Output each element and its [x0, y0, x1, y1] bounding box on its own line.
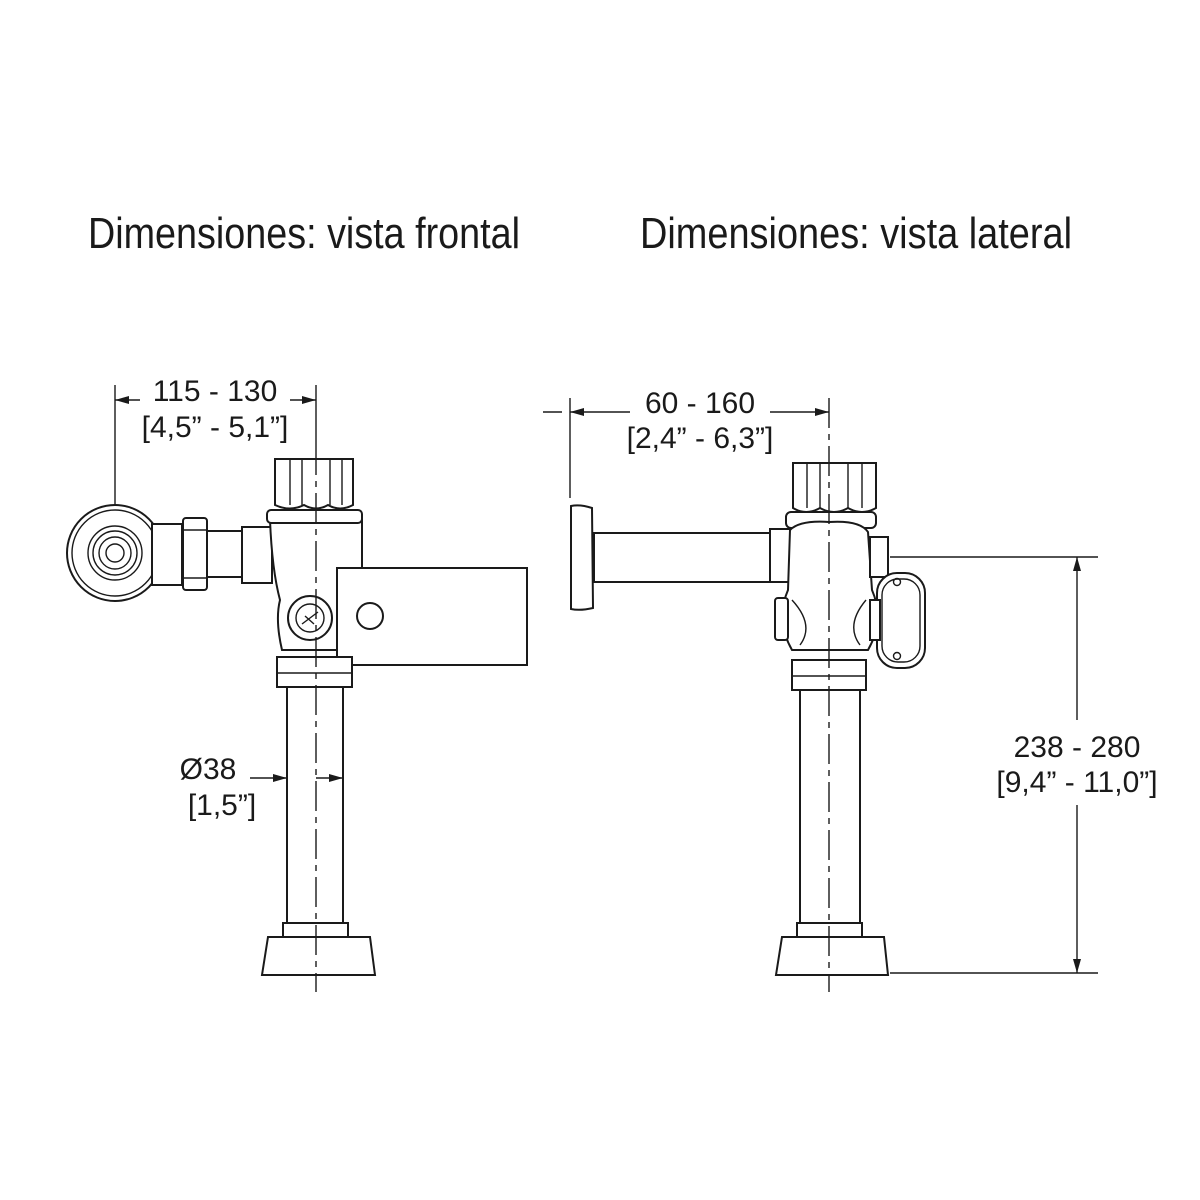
handle-cap: [274, 458, 354, 510]
valve-body-front: [266, 458, 363, 651]
lower-nut: [276, 656, 353, 688]
side-height-mm: 238 - 280: [1014, 731, 1141, 764]
side-height-in: [9,4” - 11,0”]: [996, 766, 1157, 799]
inlet-fitting: [66, 504, 273, 602]
wall-flange: [570, 504, 595, 611]
base-side: [774, 936, 890, 976]
base-front: [260, 936, 377, 976]
side-view-title: Dimensiones: vista lateral: [640, 209, 1072, 258]
flush-pipe-side: [799, 689, 861, 925]
sensor-window: [356, 602, 384, 630]
flush-pipe-front: [286, 686, 344, 925]
valve-body-side: [774, 462, 926, 669]
side-view-drawing: 60 - 160 [2,4” - 6,3”]: [543, 387, 1158, 992]
front-width-dimension: 115 - 130 [4,5” - 5,1”]: [114, 375, 317, 540]
side-depth-dimension: 60 - 160 [2,4” - 6,3”]: [543, 387, 829, 498]
front-width-mm: 115 - 130: [153, 375, 278, 408]
front-view-title: Dimensiones: vista frontal: [88, 209, 520, 258]
side-height-dimension: 238 - 280 [9,4” - 11,0”]: [890, 556, 1158, 974]
front-view-drawing: 115 - 130 [4,5” - 5,1”]: [66, 375, 528, 992]
pipe-diameter-mm: Ø38: [180, 753, 237, 786]
sensor-box: [336, 567, 528, 666]
front-width-in: [4,5” - 5,1”]: [142, 411, 289, 444]
tailpiece-pipe: [593, 532, 771, 583]
handle-cap-side: [792, 462, 877, 513]
pipe-diameter-dimension: Ø38 [1,5”]: [180, 753, 343, 822]
pipe-diameter-in: [1,5”]: [188, 789, 256, 822]
side-depth-in: [2,4” - 6,3”]: [627, 422, 774, 455]
side-depth-mm: 60 - 160: [645, 387, 755, 420]
